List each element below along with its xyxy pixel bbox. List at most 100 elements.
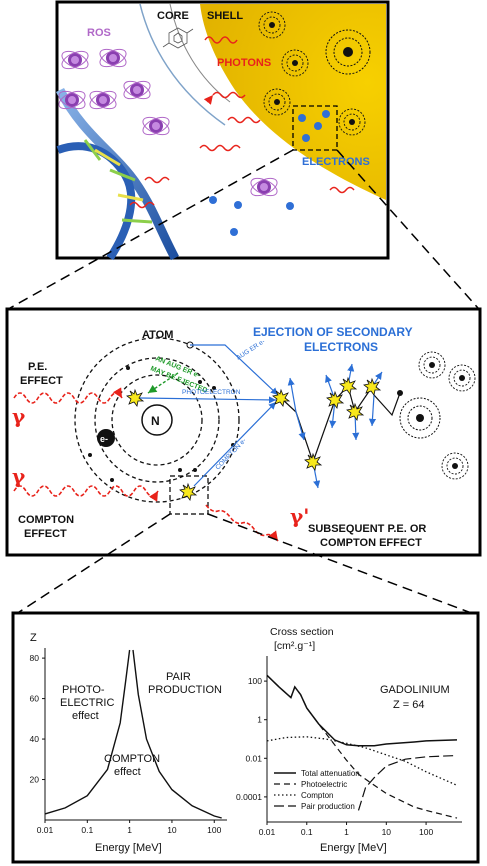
electron-dot <box>286 202 294 210</box>
right-xtick-label: 0.1 <box>301 827 313 837</box>
left-region-pair-2: PRODUCTION <box>148 684 222 696</box>
left-xtick-label: 10 <box>167 825 177 835</box>
orbit <box>111 374 203 466</box>
photon-wave <box>204 36 238 44</box>
legend-label: Total attenuation <box>301 769 360 778</box>
left-xtick-label: 0.01 <box>37 825 54 835</box>
photon-wave <box>144 176 170 184</box>
left-ytick-label: 40 <box>30 734 40 744</box>
orbit <box>74 337 240 503</box>
right-series-line <box>266 674 458 747</box>
right-ylabel-1: Cross section <box>270 626 334 638</box>
gold-atom-large-icon <box>325 29 371 75</box>
left-ytick-label: 80 <box>30 653 40 663</box>
ejection-label-1: EJECTION OF SECONDARY <box>253 325 413 339</box>
orbital-electron-label: e- <box>100 434 108 444</box>
left-ytick-label: 60 <box>30 694 40 704</box>
right-element-line1: GADOLINIUM <box>380 684 450 696</box>
atom-large-icon <box>399 397 441 439</box>
gamma-label-1: γ <box>12 404 26 428</box>
right-xtick-label: 0.01 <box>259 827 276 837</box>
right-ytick-label: 100 <box>248 676 262 686</box>
right-chart: Cross section [cm².g⁻¹] Energy [MeV] 100… <box>236 626 462 854</box>
panel2-frame <box>5 307 482 557</box>
gamma-ray-pe <box>13 387 123 404</box>
pe-effect-label-1: P.E. <box>28 361 47 373</box>
gamma-ray-compton <box>13 485 159 502</box>
orbit-dots <box>88 366 235 482</box>
panel-atom-interactions: N e- AN AUG ER e- MAY BE EJECTED AUG ER … <box>5 307 482 557</box>
electron-dot <box>298 114 306 122</box>
left-boundary-line <box>44 649 131 815</box>
gold-shell <box>200 4 386 200</box>
electron-dot <box>314 122 322 130</box>
left-region-photo-2: ELECTRIC <box>60 697 114 709</box>
right-ytick-label: 0.01 <box>245 753 262 763</box>
electron-dot <box>234 201 242 209</box>
gamma-prime-label: γ' <box>290 504 309 528</box>
auger-note-arrow <box>147 372 179 394</box>
right-element-line2: Z = 64 <box>393 699 425 711</box>
photons-label: PHOTONS <box>217 57 271 69</box>
legend-label: Compton <box>301 791 333 800</box>
right-xlabel: Energy [MeV] <box>320 842 387 854</box>
shell-label: SHELL <box>207 10 243 22</box>
left-region-photo-3: effect <box>72 710 99 722</box>
nucleus <box>141 404 173 436</box>
core-boundary <box>139 3 226 126</box>
photon-wave <box>227 116 261 124</box>
electron-dot <box>209 196 217 204</box>
left-ylabel: Z <box>30 632 37 644</box>
right-xtick-label: 100 <box>419 827 433 837</box>
right-xtick-label: 1 <box>344 827 349 837</box>
dna-helix-icon <box>55 87 179 261</box>
right-xtick-label: 10 <box>382 827 392 837</box>
nucleus-label: N <box>151 414 160 428</box>
compton-electron-path <box>193 401 277 487</box>
photoelectron-path <box>139 396 277 404</box>
right-ytick-label: 1 <box>257 715 262 725</box>
left-region-photo-1: PHOTO- <box>62 684 105 696</box>
electrons-label: ELECTRONS <box>302 156 370 168</box>
orbit <box>94 357 220 483</box>
zoom-box <box>292 105 338 151</box>
legend-label: Photoelectric <box>301 780 347 789</box>
compton-effect-label-1: COMPTON <box>18 514 74 526</box>
left-xtick-label: 0.1 <box>81 825 93 835</box>
left-region-compton-1: COMPTON <box>104 753 160 765</box>
compton-effect-label-2: EFFECT <box>24 528 67 540</box>
left-ytick-label: 20 <box>30 775 40 785</box>
photon-wave <box>203 91 246 105</box>
subsequent-label-2: COMPTON EFFECT <box>320 537 422 549</box>
electron-dot <box>302 134 310 142</box>
panel-nanoparticle: ROS CORE SHELL PHOTONS ELECTRONS <box>55 0 390 261</box>
electron-dot <box>322 110 330 118</box>
pe-effect-label-2: EFFECT <box>20 375 63 387</box>
photon-wave <box>199 144 241 152</box>
electrons-group <box>209 110 330 236</box>
left-series <box>44 649 222 819</box>
scattered-gamma <box>205 504 279 542</box>
right-series-line <box>357 754 458 811</box>
electron-dot <box>230 228 238 236</box>
photoelectron-label: PHOTOELECTRON <box>182 389 241 396</box>
panel-cross-section-charts: Z Energy [MeV] 20 40 60 80 0.01 0.1 1 10 100 PHO… <box>11 611 480 864</box>
photon-wave <box>329 186 355 194</box>
photon-wave <box>129 201 155 209</box>
right-series-line <box>266 674 458 819</box>
ejection-label-2: ELECTRONS <box>304 340 378 354</box>
left-xtick-label: 100 <box>207 825 221 835</box>
ros-label: ROS <box>87 27 111 39</box>
molecule-icon <box>162 27 194 49</box>
right-ylabel-2: [cm².g⁻¹] <box>274 640 315 652</box>
legend-label: Pair production <box>301 802 355 811</box>
atom-label: ATOM <box>142 329 173 341</box>
left-region-compton-2: effect <box>114 766 141 778</box>
right-legend: Total attenuationPhotoelectricComptonPai… <box>274 769 360 811</box>
zoom-line <box>15 513 171 615</box>
zoom-line <box>336 149 479 309</box>
right-series <box>266 674 458 819</box>
right-ytick-label: 0.0001 <box>236 792 262 802</box>
